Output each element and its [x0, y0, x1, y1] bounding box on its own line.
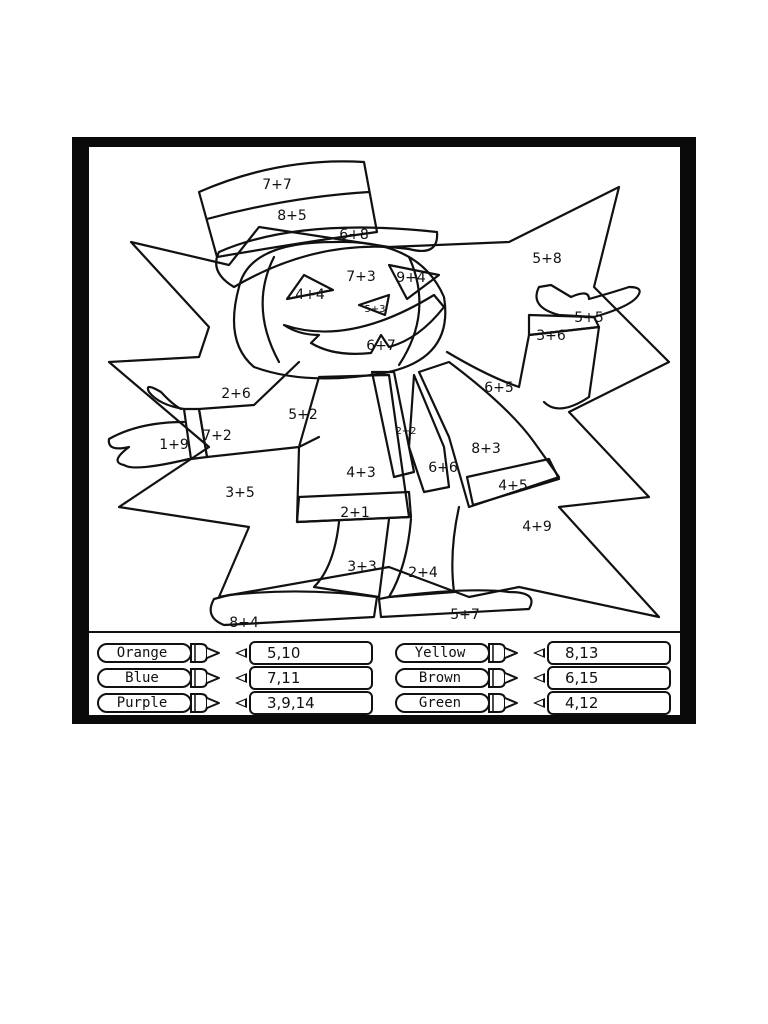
- crayon-icon: [97, 693, 220, 713]
- pumpkin-rib-right: [397, 255, 421, 367]
- answer-box: 3,9,14: [249, 691, 373, 715]
- region-label-right-eye: 9+4: [396, 270, 426, 286]
- region-label-right-cuff: 3+6: [536, 328, 566, 344]
- region-label-hat-band: 8+5: [277, 208, 307, 224]
- crayon-color-label: Yellow: [414, 645, 466, 661]
- left-hand-shape: [107, 385, 191, 469]
- pumpkin-man-coloring-art: 7+7 8+5 6+8 5+8 7+3 9+4 4+4 5+3 5+5 3+6 6+7 2+6 6+5 5…: [107, 160, 671, 631]
- crayon-color-label: Brown: [418, 670, 462, 686]
- region-label-left-shoe: 8+4: [229, 615, 259, 631]
- region-label-coat-left: 4+3: [346, 465, 376, 481]
- mouth-shape: [282, 293, 446, 355]
- left-eye-shape: [285, 273, 335, 301]
- region-label-hat-top: 7+7: [262, 177, 292, 193]
- region-label-mouth: 6+7: [366, 338, 396, 354]
- crayon-color-label: Green: [418, 695, 462, 711]
- answer-box: 7,11: [249, 666, 373, 690]
- region-label-burst-left-upper: 2+6: [221, 386, 251, 402]
- region-label-coat-hem-right: 4+5: [498, 478, 528, 494]
- answer-box: 4,12: [547, 691, 671, 715]
- region-label-coat-hem-left: 2+1: [340, 505, 370, 521]
- answer-box: 6,15: [547, 666, 671, 690]
- right-leg-shape: [387, 505, 461, 599]
- crayon-icon: [97, 668, 220, 688]
- crayon-icon: [395, 643, 518, 663]
- worksheet-frame: 7+7 8+5 6+8 5+8 7+3 9+4 4+4 5+3 5+5 3+6 6+7 2+6 6+5 5…: [72, 137, 696, 724]
- region-label-right-hand: 5+5: [574, 310, 604, 326]
- answer-box: 8,13: [547, 641, 671, 665]
- pumpkin-outline: [232, 240, 447, 380]
- crayon-icon: [395, 668, 518, 688]
- region-label-left-leg: 3+3: [347, 559, 377, 575]
- tie-shape: [370, 370, 416, 479]
- right-eye-shape: [387, 263, 441, 301]
- starburst-outline: [107, 185, 671, 619]
- crayon-icon: [395, 693, 518, 713]
- answer-numbers: 8,13: [565, 644, 599, 662]
- answer-numbers: 4,12: [565, 694, 599, 712]
- arrow-left-icon: [235, 648, 247, 658]
- coat-hem-right-shape: [465, 457, 561, 507]
- region-label-burst-left-lower: 3+5: [225, 485, 255, 501]
- coat-hem-left-shape: [295, 490, 413, 524]
- hat-brim-shape: [215, 226, 439, 289]
- right-shoe-shape: [377, 589, 533, 619]
- arrow-left-icon: [533, 698, 545, 708]
- coat-outline: [295, 373, 411, 524]
- answer-numbers: 7,11: [267, 669, 301, 687]
- right-hand-shape: [535, 283, 641, 319]
- crayon-color-label: Purple: [116, 695, 168, 711]
- region-label-burst-top-right: 5+8: [532, 251, 562, 267]
- hat-band-line: [205, 190, 371, 221]
- region-label-right-sleeve: 6+5: [484, 380, 514, 396]
- arrow-left-icon: [533, 673, 545, 683]
- region-label-left-eye: 4+4: [295, 287, 325, 303]
- region-label-right-shoe: 5+7: [450, 607, 480, 623]
- nose-shape: [357, 293, 391, 317]
- legend-divider: [89, 631, 680, 633]
- answer-numbers: 6,15: [565, 669, 599, 687]
- left-leg-shape: [312, 517, 391, 599]
- region-label-left-hand: 1+9: [159, 437, 189, 453]
- left-shoe-shape: [209, 590, 379, 627]
- pumpkin-rib-left: [261, 255, 281, 364]
- right-sleeve-shape: [445, 325, 601, 410]
- answer-numbers: 3,9,14: [267, 694, 315, 712]
- region-label-left-cuff: 7+2: [202, 428, 232, 444]
- crayon-color-label: Orange: [116, 645, 168, 661]
- vest-shape: [407, 373, 451, 494]
- arrow-left-icon: [235, 673, 247, 683]
- hat-crown: [197, 160, 379, 259]
- region-label-vest: 6+6: [428, 460, 458, 476]
- region-label-left-sleeve: 5+2: [288, 407, 318, 423]
- region-label-right-leg: 2+4: [408, 565, 438, 581]
- region-label-nose: 5+3: [364, 304, 385, 315]
- region-label-hat-brim: 6+8: [339, 227, 369, 243]
- arrow-left-icon: [533, 648, 545, 658]
- crayon-color-label: Blue: [125, 670, 159, 686]
- region-label-tie: 2+2: [395, 426, 416, 437]
- answer-numbers: 5,10: [267, 644, 301, 662]
- crayon-icon: [97, 643, 220, 663]
- answer-box: 5,10: [249, 641, 373, 665]
- left-cuff-shape: [182, 407, 209, 461]
- region-label-burst-right-lower: 4+9: [522, 519, 552, 535]
- region-label-pumpkin-head: 7+3: [346, 269, 376, 285]
- region-label-coat-right: 8+3: [471, 441, 501, 457]
- arrow-left-icon: [235, 698, 247, 708]
- worksheet-page: 7+7 8+5 6+8 5+8 7+3 9+4 4+4 5+3 5+5 3+6 6+7 2+6 6+5 5…: [89, 147, 680, 715]
